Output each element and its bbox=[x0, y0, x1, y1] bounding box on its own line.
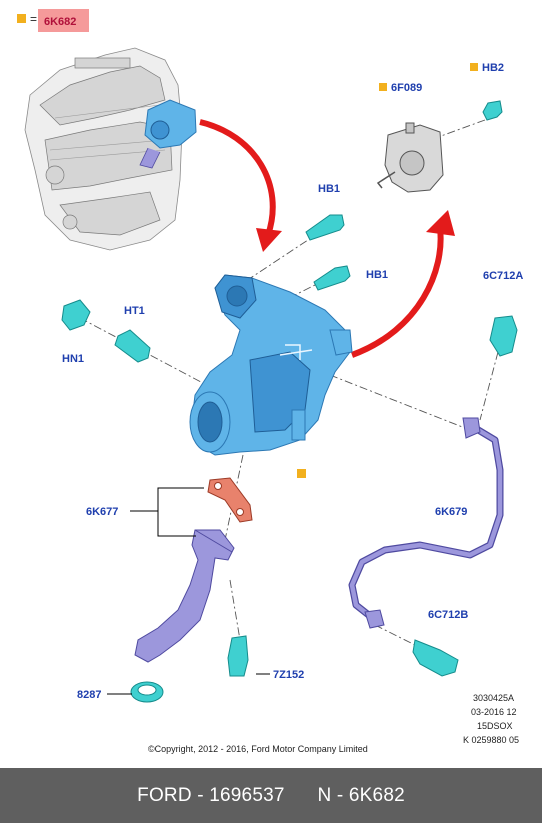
bolt-hb1-top bbox=[305, 214, 345, 241]
footer-ford-number: FORD - 1696537 bbox=[137, 784, 285, 806]
legend-equals: = bbox=[30, 12, 37, 26]
turbocharger bbox=[189, 274, 353, 456]
turbo-legend-marker bbox=[297, 469, 306, 478]
bolt-hb2 bbox=[482, 100, 503, 121]
callout-ht1: HT1 bbox=[124, 305, 145, 317]
callout-8287: 8287 bbox=[77, 689, 101, 701]
bolt-7z152 bbox=[227, 635, 249, 677]
actuator-6f089 bbox=[376, 122, 444, 193]
callout-7z152: 7Z152 bbox=[273, 669, 304, 681]
oil-feed-pipe-6k679 bbox=[348, 417, 504, 629]
callout-hb2: HB2 bbox=[482, 62, 504, 74]
callout-6k679: 6K679 bbox=[435, 506, 467, 518]
callout-hb1-top: HB1 bbox=[318, 183, 340, 195]
callout-6f089-marker bbox=[379, 83, 387, 91]
oil-return-pipe bbox=[134, 529, 235, 663]
arrow-turbo-to-actuator bbox=[350, 227, 444, 358]
meta-line-3: 15DSOX bbox=[477, 721, 513, 731]
connector-6c712a bbox=[489, 315, 518, 357]
meta-line-1: 3030425A bbox=[473, 693, 514, 703]
parts-diagram: = 6K682 bbox=[17, 9, 523, 754]
legend-highlight bbox=[38, 9, 89, 32]
callout-6f089: 6F089 bbox=[391, 82, 422, 94]
legend-part-number: 6K682 bbox=[44, 16, 76, 28]
bolt-hb1-mid bbox=[313, 265, 351, 291]
connector-6c712b bbox=[412, 639, 459, 677]
gasket-6k677 bbox=[207, 477, 253, 523]
bracket-6k677 bbox=[130, 487, 204, 537]
callout-hn1: HN1 bbox=[62, 353, 84, 365]
legend: = 6K682 bbox=[17, 9, 89, 32]
arrow-engine-to-turbo bbox=[199, 119, 276, 236]
callout-hb2-marker bbox=[470, 63, 478, 71]
footer-spacer bbox=[285, 785, 318, 807]
callout-6k677: 6K677 bbox=[86, 506, 118, 518]
copyright-text: ©Copyright, 2012 - 2016, Ford Motor Comp… bbox=[148, 744, 368, 754]
clamp-8287 bbox=[130, 681, 164, 703]
stud-ht1 bbox=[114, 329, 151, 363]
nut-hn1 bbox=[61, 299, 91, 331]
footer-bar: FORD - 1696537 N - 6K682 bbox=[0, 768, 542, 823]
footer-part-number: N - 6K682 bbox=[317, 784, 405, 806]
meta-line-2: 03-2016 12 bbox=[471, 707, 517, 717]
callout-6c712a: 6C712A bbox=[483, 270, 523, 282]
engine-illustration bbox=[24, 47, 197, 251]
callout-hb1-mid: HB1 bbox=[366, 269, 388, 281]
legend-marker bbox=[17, 14, 26, 23]
meta-line-4: K 0259880 05 bbox=[463, 735, 519, 745]
arrow-head-up bbox=[426, 210, 455, 236]
arrow-head-down bbox=[256, 228, 282, 252]
callout-6c712b: 6C712B bbox=[428, 609, 468, 621]
